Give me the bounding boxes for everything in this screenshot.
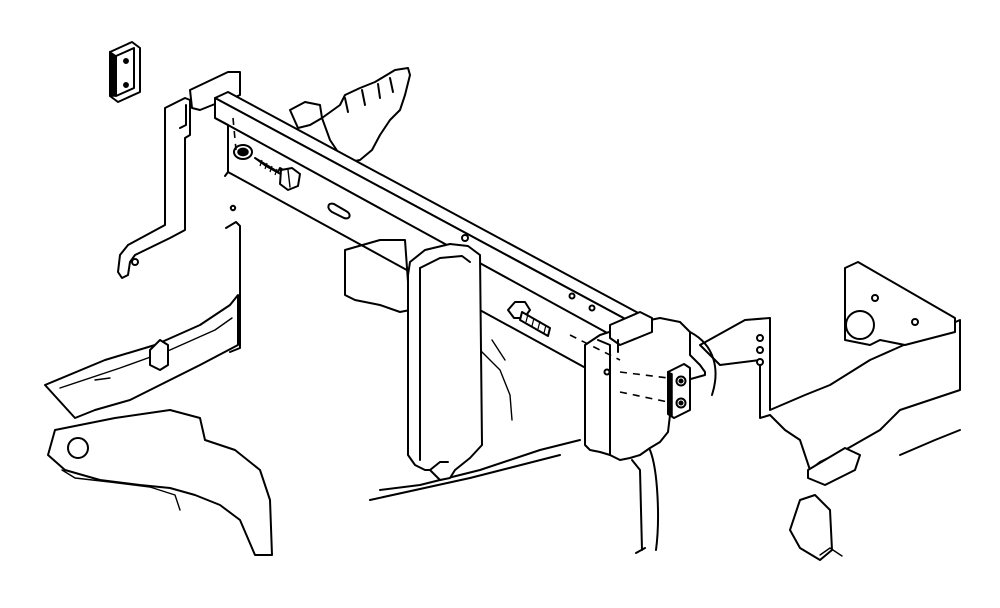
assembly-guide-line [619,371,669,379]
frame-hole [67,437,89,459]
bar-hole [588,304,596,312]
right-nut-plate [667,363,691,419]
center-support-plate [407,243,483,481]
right-side-bracket [584,311,717,554]
slot-hole [327,202,351,220]
left-washer [233,144,253,160]
left-hex-bolt [254,157,301,191]
bar-hole [568,292,576,300]
chassis-frame [44,221,961,561]
spacer-plate [109,41,141,103]
assembly-guide-line [232,117,237,151]
assembly-guide-line [619,391,669,403]
upper-back-brackets [289,67,411,173]
bar-hole [461,234,469,242]
assembly-guide-line [569,334,621,361]
right-hex-bolt [507,301,551,337]
